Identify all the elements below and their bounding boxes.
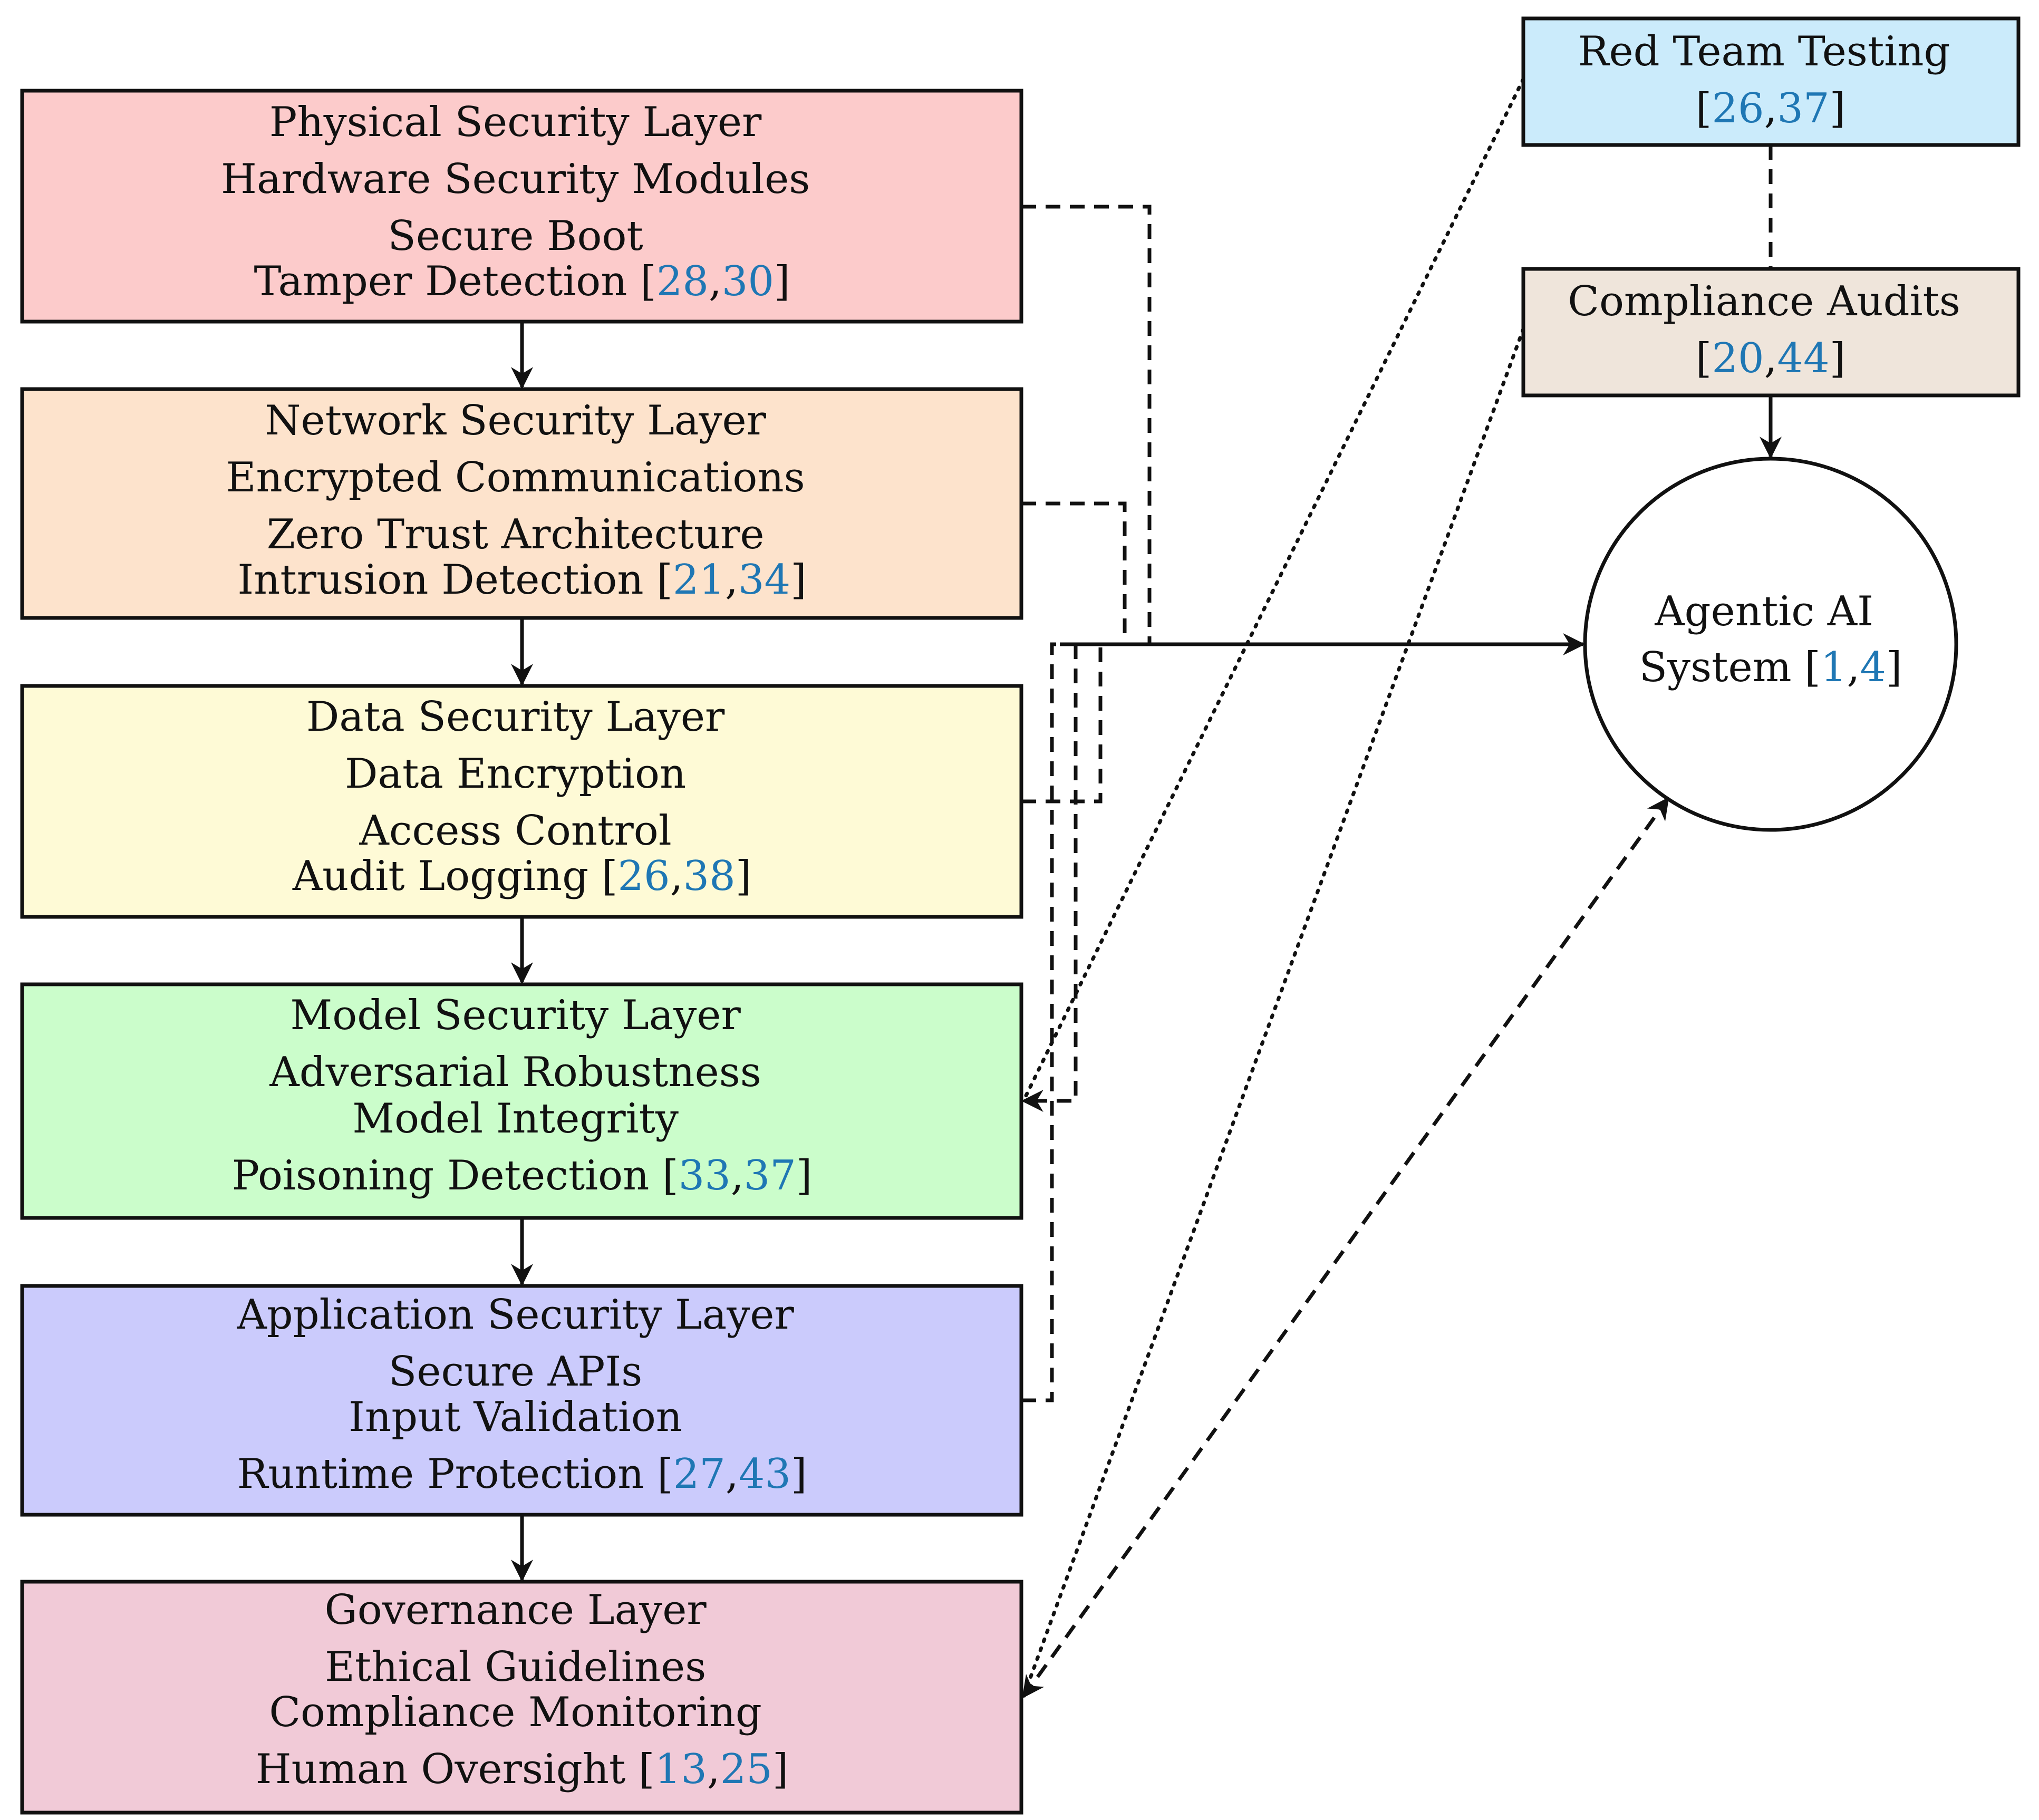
layer-network-line-2: Encrypted Communications	[226, 454, 805, 501]
layer-network-line-4: Intrusion Detection [	[237, 556, 672, 604]
layer-model: Model Security Layer Adversarial Robustn…	[20, 982, 1023, 1220]
layer-network: Network Security Layer Encrypted Communi…	[20, 387, 1023, 620]
svg-text:Model Security Layer Adv: Model Security Layer Adversarial Robustn…	[232, 992, 813, 1199]
citation-link[interactable]: 25	[720, 1746, 772, 1793]
layer-physical-box	[20, 89, 1023, 324]
citation-link[interactable]: 26	[1712, 85, 1764, 132]
citation-link[interactable]: 30	[722, 258, 774, 305]
red-team-testing-box	[1521, 16, 2021, 147]
dotted-red-team-to-model	[1021, 77, 1525, 1103]
citation-link[interactable]: 4	[1860, 644, 1886, 691]
citation-link[interactable]: 34	[738, 556, 790, 604]
layer-application-line-4: Runtime Protection [	[237, 1450, 673, 1498]
layer-data: Data Security Layer Data Encryption Acce…	[20, 684, 1023, 919]
layer-connectors	[1021, 205, 1152, 1402]
layer-model-title: Model Security Layer	[290, 992, 741, 1039]
layer-model-box	[20, 982, 1023, 1220]
red-team-testing: Red Team Testing [26,37]	[1521, 16, 2021, 147]
svg-text:Red Team Testing [26,37]: Red Team Testing [26,37]	[1578, 28, 1963, 132]
dotted-compliance-to-governance	[1021, 327, 1525, 1699]
layer-physical-line-4: Tamper Detection [	[254, 258, 656, 305]
layer-physical-title: Physical Security Layer	[269, 99, 762, 146]
layer-physical-line-2: Hardware Security Modules	[221, 156, 810, 203]
layer-network-box	[20, 387, 1023, 620]
layer-governance-box	[20, 1580, 1023, 1815]
layer-data-title: Data Security Layer	[306, 693, 725, 741]
citation-link[interactable]: 44	[1777, 335, 1829, 382]
svg-text:Application Security Layer: Application Security Layer Secure APIs I…	[236, 1291, 807, 1498]
layer-governance-line-3: Compliance Monitoring	[269, 1689, 762, 1736]
svg-text:Agentic AI System [1,4]: Agentic AI System [1,4]	[1639, 588, 1902, 691]
compliance-audits-box	[1521, 267, 2021, 398]
layer-physical: Physical Security Layer Hardware Securit…	[20, 89, 1023, 324]
dashed-governance-system-link	[1022, 797, 1669, 1699]
connector-application	[1021, 642, 1060, 1402]
svg-text:Compliance Audits [20,44: Compliance Audits [20,44]	[1568, 278, 1973, 382]
layer-network-title: Network Security Layer	[265, 397, 766, 444]
svg-text:Network Security Layer E: Network Security Layer Encrypted Communi…	[226, 397, 818, 604]
layer-application: Application Security Layer Secure APIs I…	[20, 1284, 1023, 1517]
connector-physical	[1021, 205, 1152, 644]
layer-application-line-3: Input Validation	[349, 1393, 682, 1441]
layer-data-line-3: Access Control	[359, 807, 672, 855]
citation-link[interactable]: 26	[617, 853, 670, 900]
agentic-ai-system-line-1: Agentic AI	[1654, 588, 1873, 635]
citation-link[interactable]: 38	[683, 853, 735, 900]
layer-model-line-3: Model Integrity	[352, 1095, 679, 1143]
svg-text:Governance Layer Ethical: Governance Layer Ethical Guidelines Comp…	[256, 1586, 789, 1793]
agentic-ai-system: Agentic AI System [1,4]	[1583, 457, 1958, 832]
svg-text:Physical Security Layer: Physical Security Layer Hardware Securit…	[221, 99, 823, 305]
layer-application-box	[20, 1284, 1023, 1517]
layer-governance-title: Governance Layer	[324, 1586, 707, 1634]
layer-physical-line-3: Secure Boot	[388, 212, 643, 260]
citation-link[interactable]: 20	[1712, 335, 1764, 382]
layer-governance-line-2: Ethical Guidelines	[325, 1643, 706, 1691]
layer-governance-line-4: Human Oversight [	[256, 1746, 655, 1793]
layer-application-line-2: Secure APIs	[389, 1348, 642, 1396]
citation-link[interactable]: 33	[679, 1152, 731, 1199]
compliance-audits: Compliance Audits [20,44]	[1521, 267, 2021, 398]
citation-link[interactable]: 28	[656, 258, 709, 305]
layer-data-line-2: Data Encryption	[345, 750, 686, 798]
layer-model-line-4: Poisoning Detection [	[232, 1152, 679, 1199]
connector-network	[1021, 501, 1127, 644]
compliance-audits-title: Compliance Audits	[1568, 278, 1960, 325]
citation-link[interactable]: 21	[673, 556, 725, 604]
red-team-testing-title: Red Team Testing	[1578, 28, 1950, 75]
layer-application-title: Application Security Layer	[236, 1291, 794, 1339]
layer-governance: Governance Layer Ethical Guidelines Comp…	[20, 1580, 1023, 1815]
layer-data-line-4: Audit Logging [	[292, 853, 618, 900]
svg-text:Data Security Layer Data: Data Security Layer Data Encryption Acce…	[292, 693, 751, 900]
citation-link[interactable]: 13	[655, 1746, 707, 1793]
citation-link[interactable]: 1	[1821, 644, 1847, 691]
layer-model-line-2: Adversarial Robustness	[269, 1049, 761, 1096]
citation-link[interactable]: 37	[1777, 85, 1829, 132]
citation-link[interactable]: 27	[673, 1450, 726, 1498]
layer-network-line-3: Zero Trust Architecture	[267, 511, 765, 558]
connector-model	[1021, 644, 1078, 1112]
connector-data	[1021, 644, 1103, 803]
citation-link[interactable]: 43	[739, 1450, 791, 1498]
agentic-ai-system-line-2: System [	[1639, 644, 1821, 691]
citation-link[interactable]: 37	[744, 1152, 796, 1199]
